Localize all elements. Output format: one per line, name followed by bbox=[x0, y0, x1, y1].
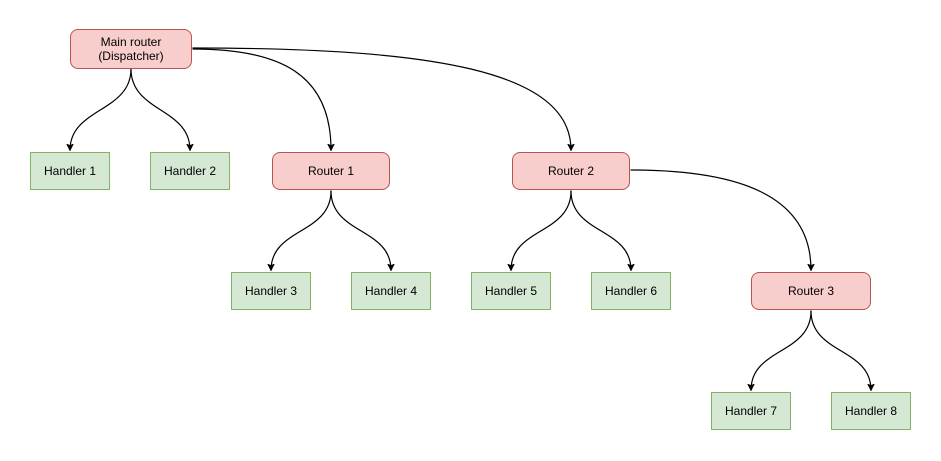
node-label-handler-8: Handler 8 bbox=[844, 404, 898, 418]
node-label-handler-3: Handler 3 bbox=[244, 284, 298, 298]
edge-router-3-to-handler-7 bbox=[751, 310, 812, 390]
node-label-handler-7: Handler 7 bbox=[724, 404, 778, 418]
node-router-3[interactable]: Router 3 bbox=[751, 272, 871, 310]
edge-router-2-to-handler-5 bbox=[511, 190, 572, 270]
edge-router-2-to-handler-6 bbox=[570, 190, 631, 270]
node-label-handler-4: Handler 4 bbox=[364, 284, 418, 298]
node-handler-8[interactable]: Handler 8 bbox=[831, 392, 911, 430]
node-handler-3[interactable]: Handler 3 bbox=[231, 272, 311, 310]
node-label-handler-1: Handler 1 bbox=[43, 164, 97, 178]
edge-router-1-to-handler-3 bbox=[271, 190, 332, 270]
node-main-router[interactable]: Main router (Dispatcher) bbox=[70, 29, 192, 69]
node-label-router-1: Router 1 bbox=[307, 164, 355, 178]
node-label-router-2: Router 2 bbox=[547, 164, 595, 178]
node-label-handler-6: Handler 6 bbox=[604, 284, 658, 298]
edge-router-3-to-handler-8 bbox=[810, 310, 871, 390]
node-label-handler-5: Handler 5 bbox=[484, 284, 538, 298]
edge-main-router-to-handler-2 bbox=[130, 68, 190, 150]
node-router-1[interactable]: Router 1 bbox=[272, 152, 390, 190]
node-router-2[interactable]: Router 2 bbox=[512, 152, 630, 190]
node-handler-6[interactable]: Handler 6 bbox=[591, 272, 671, 310]
node-handler-2[interactable]: Handler 2 bbox=[150, 152, 230, 190]
edges-group bbox=[70, 47, 871, 390]
edge-router-2-to-router-3 bbox=[630, 169, 811, 270]
node-label-main-router: Main router (Dispatcher) bbox=[98, 35, 164, 63]
node-label-handler-2: Handler 2 bbox=[163, 164, 217, 178]
edge-main-router-to-router-1 bbox=[192, 48, 331, 150]
node-handler-5[interactable]: Handler 5 bbox=[471, 272, 551, 310]
node-handler-7[interactable]: Handler 7 bbox=[711, 392, 791, 430]
edge-router-1-to-handler-4 bbox=[330, 190, 391, 270]
node-label-router-3: Router 3 bbox=[787, 284, 835, 298]
node-handler-1[interactable]: Handler 1 bbox=[30, 152, 110, 190]
edge-main-router-to-handler-1 bbox=[70, 68, 132, 150]
node-handler-4[interactable]: Handler 4 bbox=[351, 272, 431, 310]
edge-main-router-to-router-2 bbox=[192, 47, 571, 150]
